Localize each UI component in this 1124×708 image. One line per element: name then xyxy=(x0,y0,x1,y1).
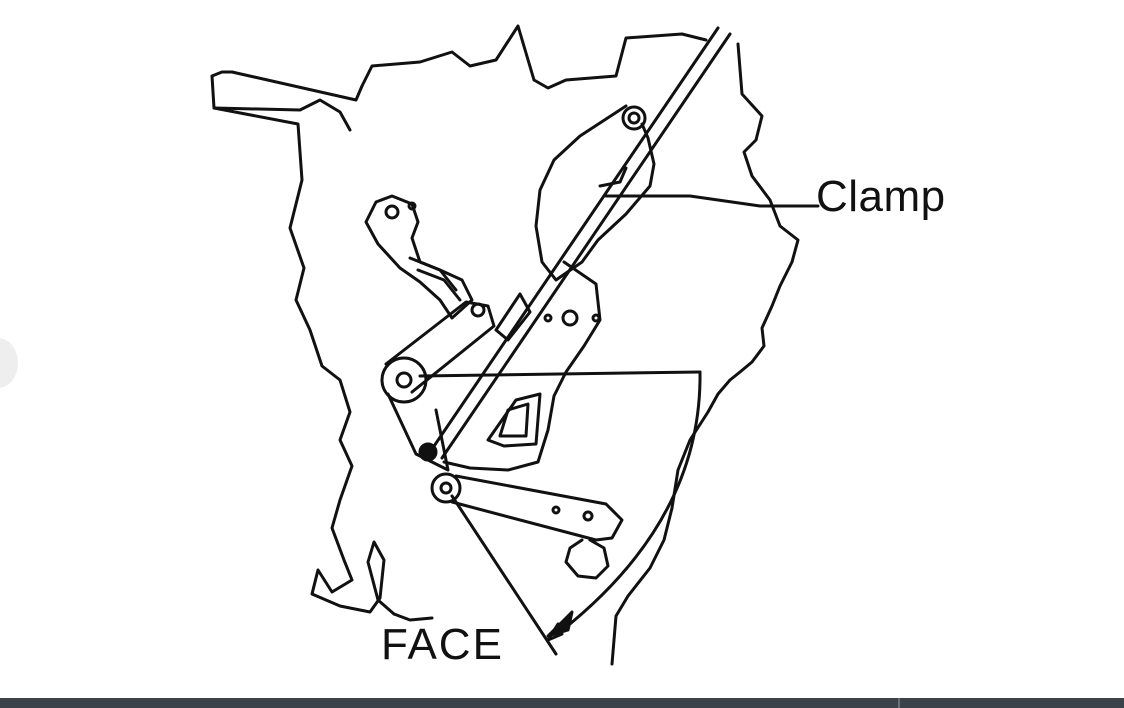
toolbar-divider xyxy=(898,698,900,708)
long-rod-edge-2 xyxy=(440,32,732,460)
middle-link xyxy=(384,300,496,394)
lower-arm xyxy=(450,474,624,542)
face-line xyxy=(450,494,558,656)
arm-hook xyxy=(564,538,610,580)
rotation-arc xyxy=(558,370,702,634)
housing-outline xyxy=(230,24,800,666)
long-rod-edge-1 xyxy=(428,26,720,454)
clamp-plate xyxy=(534,104,656,282)
main-pivot xyxy=(380,356,428,404)
housing-left-bracket xyxy=(212,98,352,132)
face-label: FACE xyxy=(381,620,504,669)
reference-line xyxy=(418,370,702,378)
clamp-label: Clamp xyxy=(816,172,946,221)
bent-link xyxy=(364,194,474,320)
bottom-pivot xyxy=(430,472,462,504)
housing-bottom-left xyxy=(392,612,434,622)
side-scroll-handle[interactable] xyxy=(0,338,18,388)
rod-end-dot xyxy=(418,442,438,462)
lower-link xyxy=(386,392,450,472)
linkage-plate xyxy=(442,260,602,472)
upper-pivot-lug xyxy=(621,105,647,131)
clamp-leader-line xyxy=(604,194,820,208)
housing-left-edge xyxy=(210,70,396,616)
bottom-toolbar xyxy=(0,698,1124,708)
